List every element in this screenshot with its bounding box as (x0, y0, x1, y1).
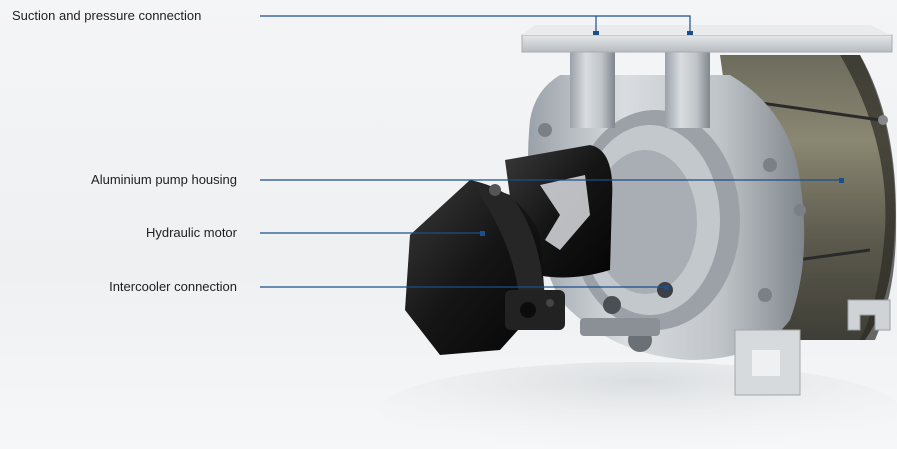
leader-line-suction (260, 15, 691, 33)
marker-intercooler (664, 285, 669, 290)
intercooler-fitting (580, 318, 660, 336)
marker-suction-1 (593, 31, 599, 35)
label-suction-pressure-connection: Suction and pressure connection (12, 8, 202, 23)
label-intercooler-connection: Intercooler connection (109, 279, 237, 294)
marker-housing (839, 178, 844, 183)
marker-suction-2 (687, 31, 693, 35)
marker-motor (480, 231, 485, 236)
label-aluminium-pump-housing: Aluminium pump housing (91, 172, 237, 187)
label-hydraulic-motor: Hydraulic motor (145, 225, 237, 240)
